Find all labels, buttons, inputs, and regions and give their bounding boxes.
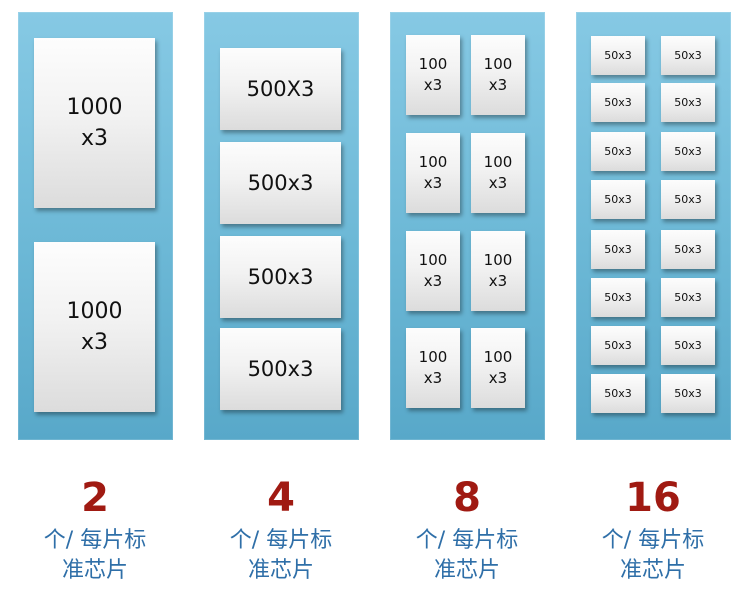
panel-16-chips: 50x3 50x3 50x3 50x3 50x3 50x3 50x3 50x3 … (576, 12, 731, 440)
chip: 1000 x3 (34, 38, 155, 208)
chip: 50x3 (591, 230, 645, 269)
panel-8-chips: 100 x3 100 x3 100 x3 100 x3 100 x3 100 x… (390, 12, 545, 440)
chip: 50x3 (661, 326, 715, 365)
chip: 100 x3 (471, 328, 525, 408)
chip: 50x3 (661, 36, 715, 75)
chip: 50x3 (591, 374, 645, 413)
chip: 50x3 (591, 326, 645, 365)
chip: 50x3 (591, 132, 645, 171)
chip: 50x3 (591, 36, 645, 75)
chip: 1000 x3 (34, 242, 155, 412)
panel-2-chips: 1000 x3 1000 x3 (18, 12, 173, 440)
chip: 50x3 (661, 83, 715, 122)
chip: 500X3 (220, 48, 341, 130)
chip: 100 x3 (471, 35, 525, 115)
chip: 100 x3 (406, 35, 460, 115)
caption: 个/ 每片标 准芯片 (43, 528, 147, 583)
caption: 个/ 每片标 准芯片 (415, 528, 519, 583)
chip: 50x3 (661, 230, 715, 269)
chip: 100 x3 (406, 328, 460, 408)
chip: 100 x3 (406, 231, 460, 311)
chip: 50x3 (591, 83, 645, 122)
count-label: 2 (81, 475, 109, 521)
chip: 50x3 (661, 278, 715, 317)
panel-4-chips: 500X3 500x3 500x3 500x3 (204, 12, 359, 440)
chip: 500x3 (220, 328, 341, 410)
chip: 50x3 (661, 374, 715, 413)
chip: 100 x3 (406, 133, 460, 213)
chip: 500x3 (220, 236, 341, 318)
caption: 个/ 每片标 准芯片 (229, 528, 333, 583)
chip: 50x3 (661, 132, 715, 171)
chip: 50x3 (591, 180, 645, 219)
count-label: 16 (625, 475, 681, 521)
chip: 100 x3 (471, 133, 525, 213)
count-label: 8 (453, 475, 481, 521)
chip: 50x3 (661, 180, 715, 219)
chip: 500x3 (220, 142, 341, 224)
chip: 50x3 (591, 278, 645, 317)
caption: 个/ 每片标 准芯片 (601, 528, 705, 583)
count-label: 4 (267, 475, 295, 521)
chip: 100 x3 (471, 231, 525, 311)
